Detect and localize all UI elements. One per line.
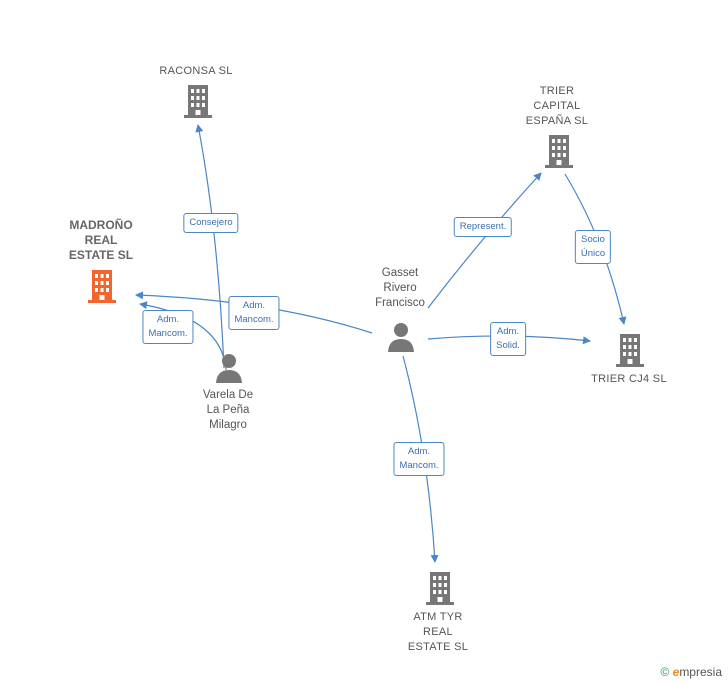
edge-gasset-trier-capital [427,172,542,309]
building-icon[interactable] [614,332,646,368]
edge-label-consejero[interactable]: Consejero [183,213,239,233]
edge-label-adm-mancom-atm[interactable]: Adm. Mancom. [393,442,445,476]
building-icon[interactable] [182,83,214,119]
node-label-varela: Varela De La Peña Milagro [202,389,254,431]
edge-label-adm-solid[interactable]: Adm. Solid. [490,322,526,356]
edge-label-adm-mancom-varela[interactable]: Adm. Mancom. [142,310,194,344]
copyright-icon: © [660,665,670,679]
edge-label-socio-unico[interactable]: Socio Único [574,230,612,264]
edge-varela-raconsa [195,124,225,369]
brand-e: e [672,665,680,679]
edge-label-adm-mancom-gasset[interactable]: Adm. Mancom. [228,296,280,330]
brand-footer: © empresia [660,665,722,679]
node-label-raconsa: RACONSA SL [159,65,233,77]
person-icon[interactable] [214,352,244,384]
building-icon[interactable] [424,570,456,606]
edge-label-represent[interactable]: Represent. [453,217,513,237]
node-label-madrono: MADROÑO REAL ESTATE SL [68,218,134,262]
building-icon[interactable] [543,133,575,169]
main-building-icon[interactable] [86,268,118,304]
node-label-trier-capital: TRIER CAPITAL ESPAÑA SL [525,85,589,127]
node-label-gasset: Gasset Rivero Francisco [375,267,425,309]
node-label-atm-tyr: ATM TYR REAL ESTATE SL [407,611,469,653]
person-icon[interactable] [386,321,416,353]
node-label-trier-cj4: TRIER CJ4 SL [591,373,667,385]
brand-name: mpresia [679,665,722,679]
